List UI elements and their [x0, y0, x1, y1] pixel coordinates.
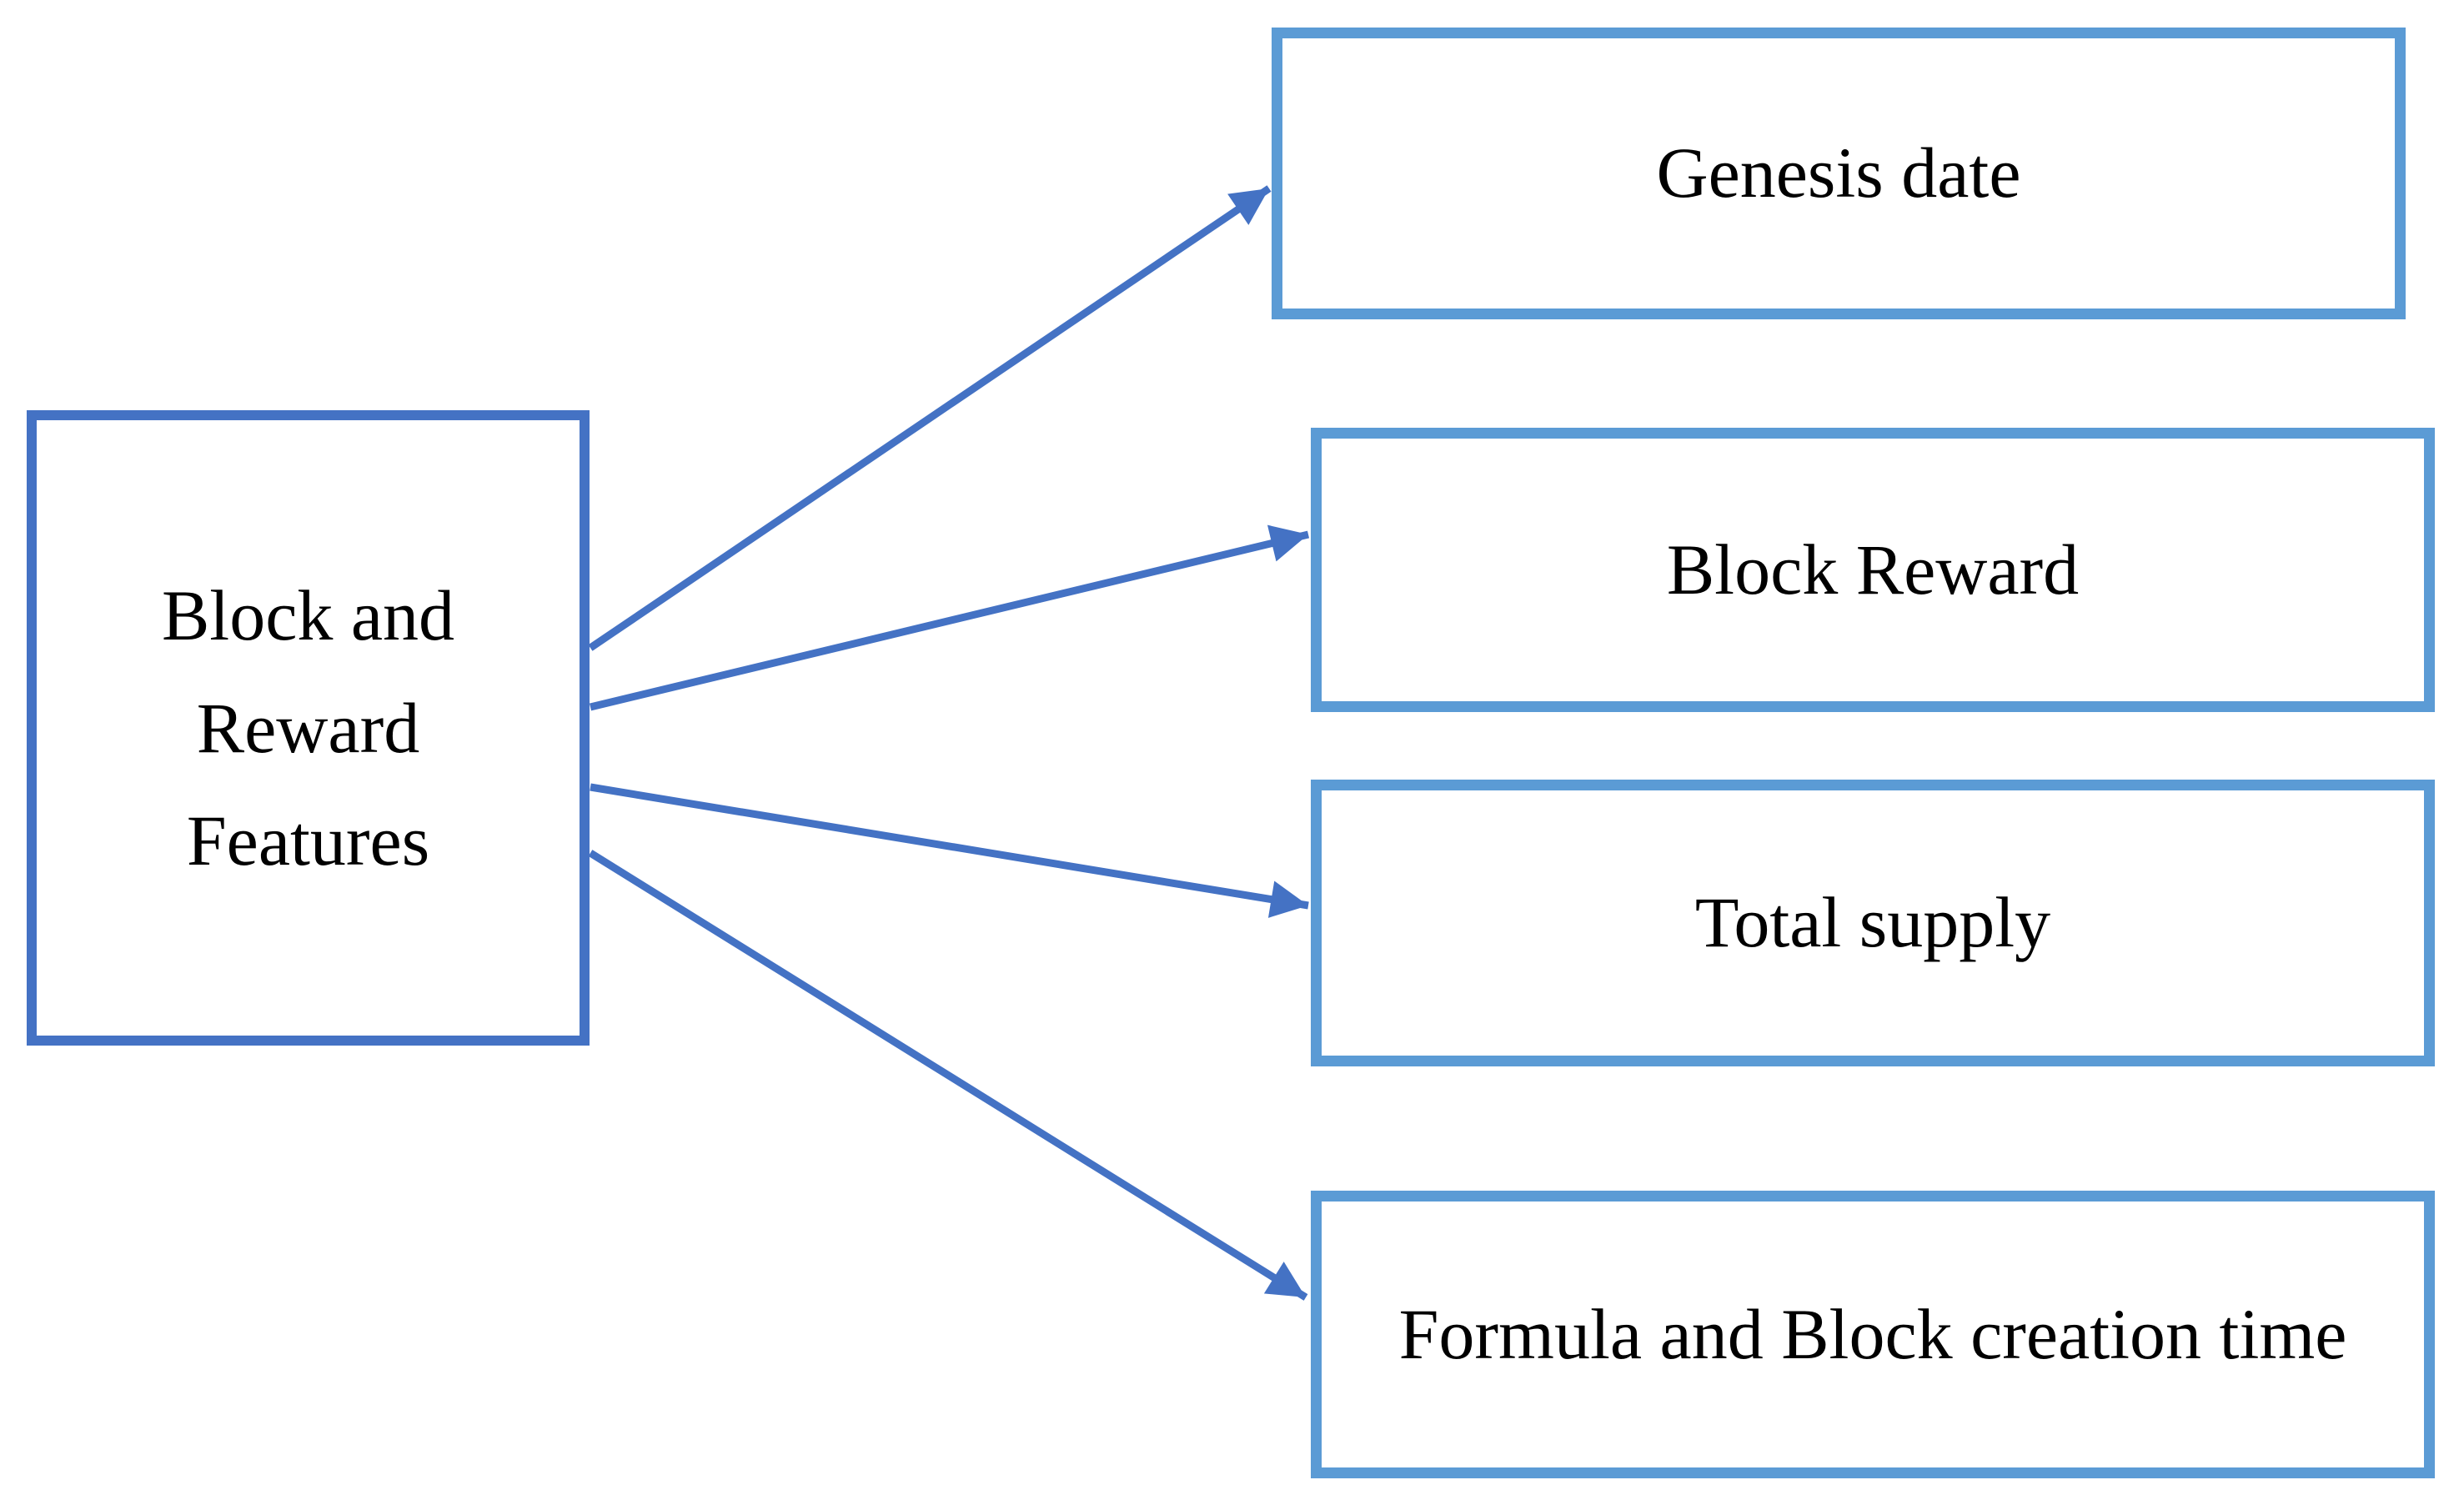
- feature-box-formula-and-block-creation-time: Formula and Block creation time: [1311, 1191, 2435, 1478]
- feature-box-total-supply: Total supply: [1311, 780, 2435, 1066]
- arrow-to-formula-and-block-creation-time: [588, 850, 1308, 1301]
- root-box-label-line-2: Reward: [196, 687, 420, 768]
- feature-box-label: Genesis date: [1656, 133, 2021, 213]
- arrow-to-total-supply: [590, 783, 1309, 918]
- root-box-block-and-reward-features: Block and Reward Features: [27, 410, 590, 1046]
- arrow-to-genesis-date: [588, 185, 1272, 651]
- root-box-label-line-3: Features: [186, 800, 430, 880]
- feature-box-block-reward: Block Reward: [1311, 428, 2435, 712]
- feature-box-genesis-date: Genesis date: [1272, 28, 2406, 319]
- feature-box-label: Block Reward: [1666, 529, 2080, 610]
- arrow-to-block-reward: [589, 524, 1310, 711]
- feature-box-label: Total supply: [1694, 882, 2051, 963]
- root-box-label-line-1: Block and: [161, 574, 455, 655]
- feature-box-label: Formula and Block creation time: [1398, 1293, 2347, 1374]
